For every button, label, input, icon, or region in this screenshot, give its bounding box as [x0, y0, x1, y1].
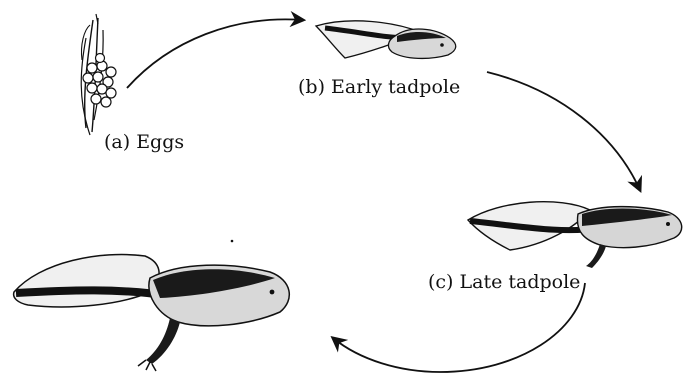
- froglet-icon: [14, 255, 290, 372]
- stray-mark: [231, 240, 234, 243]
- arrow-late-to-froglet: [333, 283, 585, 372]
- late-tadpole-icon: [468, 202, 682, 268]
- label-late-tadpole: (c) Late tadpole: [428, 273, 580, 292]
- arrow-eggs-to-early: [127, 19, 303, 88]
- label-early-tadpole: (b) Early tadpole: [298, 78, 460, 97]
- frog-eggs-icon: [81, 14, 116, 135]
- arrow-early-to-late: [487, 72, 640, 190]
- early-tadpole-icon: [316, 21, 456, 59]
- label-eggs: (a) Eggs: [104, 133, 184, 152]
